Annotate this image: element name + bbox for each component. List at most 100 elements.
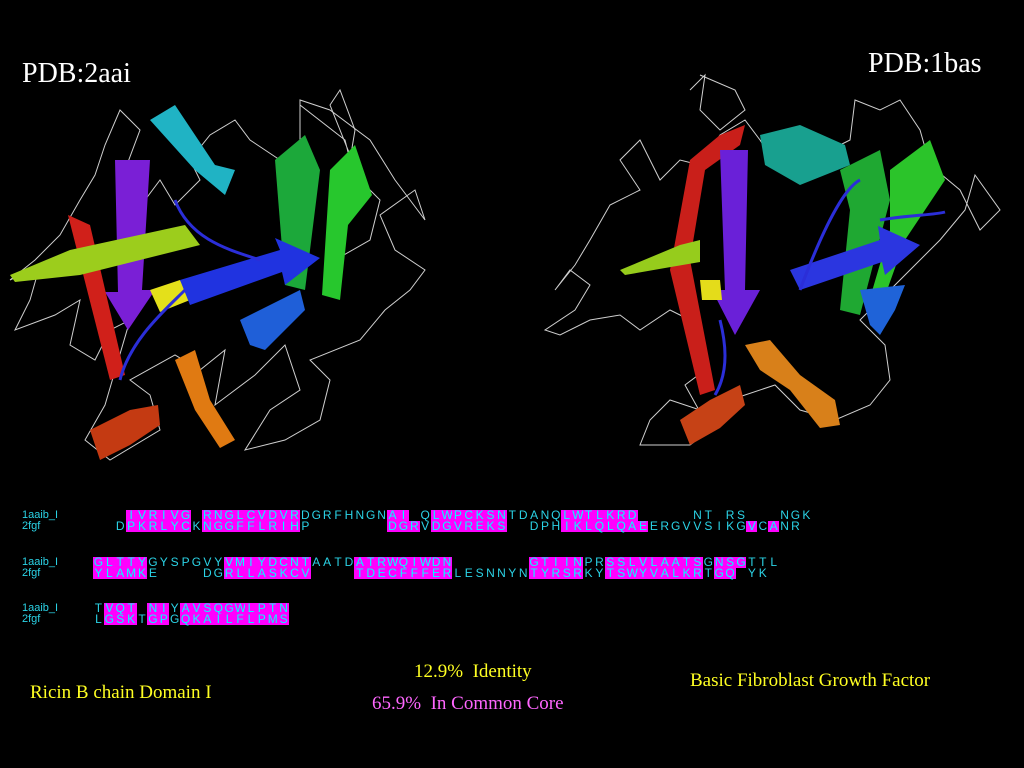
residue: L [648,556,660,568]
residue: Y [256,555,268,569]
residue: A [768,519,780,533]
residue: T [114,555,126,569]
residue: T [583,508,594,522]
helix-redorange-right [680,385,745,445]
residue: Y [214,555,223,569]
residue: K [802,508,811,522]
residue: V [223,555,235,569]
residue: P [452,508,464,522]
residue: S [201,601,213,615]
residue: K [604,508,616,522]
residue: C [387,566,398,580]
residue: R [147,519,159,533]
residue: S [615,566,627,580]
strand-red-right [670,125,745,395]
residue [158,568,169,579]
residue: S [114,612,126,626]
residue: N [540,508,550,522]
residue: G [366,508,376,522]
residue: Y [169,519,181,533]
loop-blue-left [118,199,261,381]
residue: V [452,519,464,533]
residue: G [223,601,235,615]
residue: C [758,519,768,533]
residue: P [256,612,268,626]
strand-blue2-right [860,285,905,335]
residue: R [147,508,159,522]
residue: G [170,612,180,626]
loop-blue-right [713,178,946,396]
residue: T [748,555,756,569]
residue: G [713,566,725,580]
residue: G [147,612,159,626]
residue: Q [180,612,192,626]
residue: S [475,566,484,580]
residue: G [670,519,681,533]
residue: F [334,508,342,522]
residue: E [474,519,486,533]
residue: R [615,508,627,522]
residue [93,521,104,532]
residue: Q [212,601,224,615]
residue: L [256,520,268,532]
residue: D [267,555,279,569]
residue: N [486,566,495,580]
caption-common-core: 65.9% In Common Core [372,693,564,714]
backbone-trace-left [9,99,426,461]
residue: N [212,508,224,522]
strand-teal-right [760,125,850,185]
residue [354,521,365,532]
strand-blue-left [180,238,320,305]
residue: L [95,612,102,626]
residue: T [759,555,767,569]
residue: G [148,555,158,569]
residue: V [299,566,311,580]
residue: R [376,555,388,569]
residue: I [278,520,290,532]
residue: V [103,601,115,615]
residue: T [604,566,616,580]
residue: S [561,566,573,580]
helix-yellow-right [700,280,722,300]
residue: T [334,555,342,569]
residue: N [497,566,506,580]
residue: L [234,567,246,579]
residue: C [180,519,192,533]
residue: T [508,508,516,522]
residue: G [441,519,453,533]
residue: Q [615,519,627,533]
residue: L [103,556,115,568]
residue: I [561,520,573,532]
residue: G [703,555,713,569]
residue: I [125,509,137,521]
residue: L [234,509,246,521]
residue: R [572,566,584,580]
residue: D [430,555,442,569]
residue: M [267,612,279,626]
residue: A [312,555,321,569]
residue: K [485,519,496,533]
residue: K [278,566,290,580]
sequence-name: 1aaib_I [22,556,59,568]
residue [311,568,322,579]
residue: F [419,566,431,580]
residue: L [770,555,777,569]
residue: N [693,508,702,522]
residue: T [299,555,311,569]
residue: T [365,555,377,569]
residue: N [572,555,584,569]
residue: Q [724,566,736,580]
residue: G [191,555,202,569]
residue: C [463,508,475,522]
residue: G [213,566,223,580]
residue: T [125,601,137,615]
residue: Y [595,566,604,580]
residue: K [125,612,137,626]
ribbon-diagrams [9,73,1001,461]
sequence-name: 2fgf [22,520,41,532]
residue: L [245,613,257,625]
residue: A [114,566,126,580]
residue: A [626,519,638,533]
